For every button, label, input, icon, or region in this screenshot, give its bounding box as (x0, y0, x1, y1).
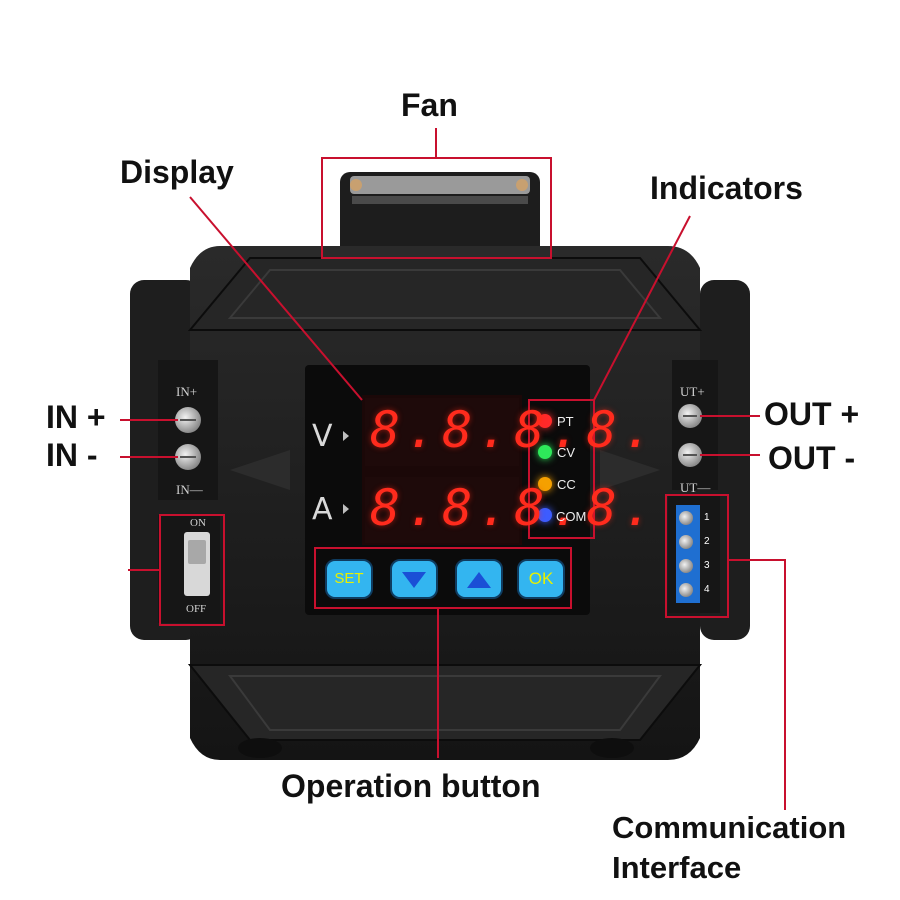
in-minus-label: IN - (46, 437, 98, 473)
current-readout: 8.8.8.8. (370, 479, 659, 537)
communication-label-line2: Interface (612, 850, 742, 885)
indicator-label-cv: CV (557, 445, 576, 460)
set-button-face (325, 559, 373, 599)
led-cv (538, 445, 552, 459)
comm-pin-2: 2 (704, 536, 710, 547)
power-switch (158, 515, 220, 623)
indicator-label-pt: PT (557, 414, 574, 429)
input-terminal-block (158, 360, 218, 500)
current-unit-label: A (312, 492, 333, 527)
operation-buttons (325, 559, 565, 599)
voltage-readout: 8.8.8.8. (370, 401, 659, 459)
out-plus-silkscreen: UT+ (680, 384, 705, 399)
in-plus-label: IN + (46, 399, 106, 435)
arrow-up-icon (467, 572, 491, 588)
led-cc (538, 477, 552, 491)
indicators-label: Indicators (650, 170, 803, 206)
fan-label: Fan (401, 87, 458, 123)
display-leader (189, 196, 363, 401)
comm-pin-1: 1 (704, 512, 710, 523)
callout-lines (120, 128, 786, 810)
buttons-callout-box (314, 547, 572, 609)
indicator-label-com: COM (556, 509, 587, 524)
arrow-down-icon (402, 572, 426, 588)
indicators-callout-box (528, 399, 595, 539)
voltage-unit-label: V (312, 419, 333, 454)
output-terminal-block (672, 360, 718, 490)
comm-pin-3: 3 (704, 560, 710, 571)
display-panel (305, 365, 590, 615)
communication-terminal (668, 495, 720, 613)
comm-leader (728, 559, 786, 810)
ok-button-label: OK (528, 569, 554, 588)
out-minus-label: OUT - (768, 440, 856, 476)
ok-button-face (517, 559, 565, 599)
out-minus-silkscreen: UT— (680, 480, 711, 495)
communication-label-line1: Communication (612, 810, 847, 845)
out-plus-label: OUT + (764, 396, 860, 432)
indicator-leds (538, 414, 552, 522)
switch-on-silkscreen: ON (190, 517, 206, 529)
set-button-label: SET (334, 570, 364, 587)
led-pt (538, 414, 552, 428)
comm-pin-4: 4 (704, 584, 710, 595)
led-com (538, 508, 552, 522)
indicators-leader (593, 215, 691, 401)
display-label: Display (120, 154, 234, 190)
indicator-label-cc: CC (557, 477, 576, 492)
in-minus-silkscreen: IN— (176, 482, 203, 497)
operation-button-label: Operation button (281, 768, 541, 804)
switch-off-silkscreen: OFF (186, 603, 207, 615)
comm-callout-box (665, 494, 729, 618)
in-plus-silkscreen: IN+ (176, 384, 198, 399)
